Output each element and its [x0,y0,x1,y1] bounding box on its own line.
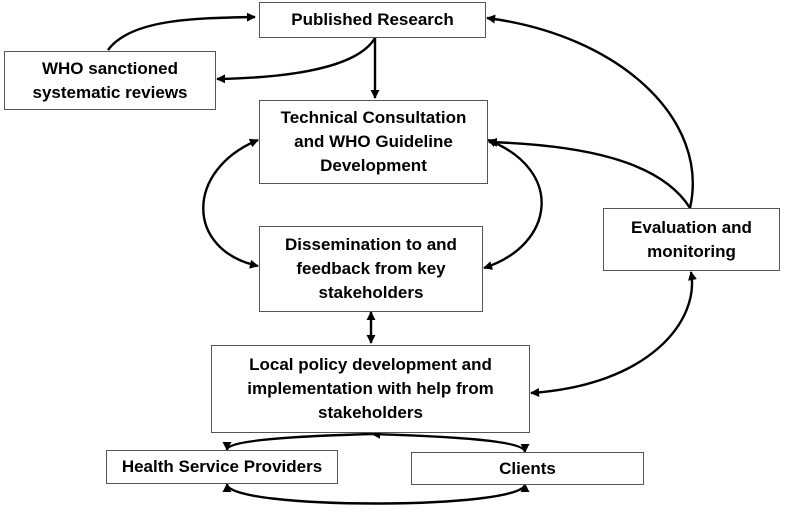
clients-box: Clients [411,452,644,485]
arrow-local-policy-evaluation [530,271,697,397]
arrow-evaluation-to-research [486,14,694,209]
dissemination-box: Dissemination to and feedback from key s… [259,226,483,312]
arrow-reviews-to-research [107,12,256,51]
local-policy-box: Local policy development and implementat… [211,345,530,433]
technical-consultation-box: Technical Consultation and WHO Guideline… [259,100,488,184]
arrow-local-policy-clients [371,429,530,453]
arrow-local-policy-providers [222,432,373,451]
health-providers-box: Health Service Providers [106,450,338,484]
published-research-box: Published Research [259,2,486,38]
arrow-consultation-dissemination-right [483,138,543,270]
evaluation-box: Evaluation and monitoring [603,208,780,271]
arrow-research-to-reviews [216,37,377,84]
arrow-consultation-dissemination-left [202,138,259,269]
who-reviews-box: WHO sanctioned systematic reviews [4,51,216,110]
arrow-evaluation-to-consultation [488,137,692,209]
arrow-providers-clients [222,483,530,505]
